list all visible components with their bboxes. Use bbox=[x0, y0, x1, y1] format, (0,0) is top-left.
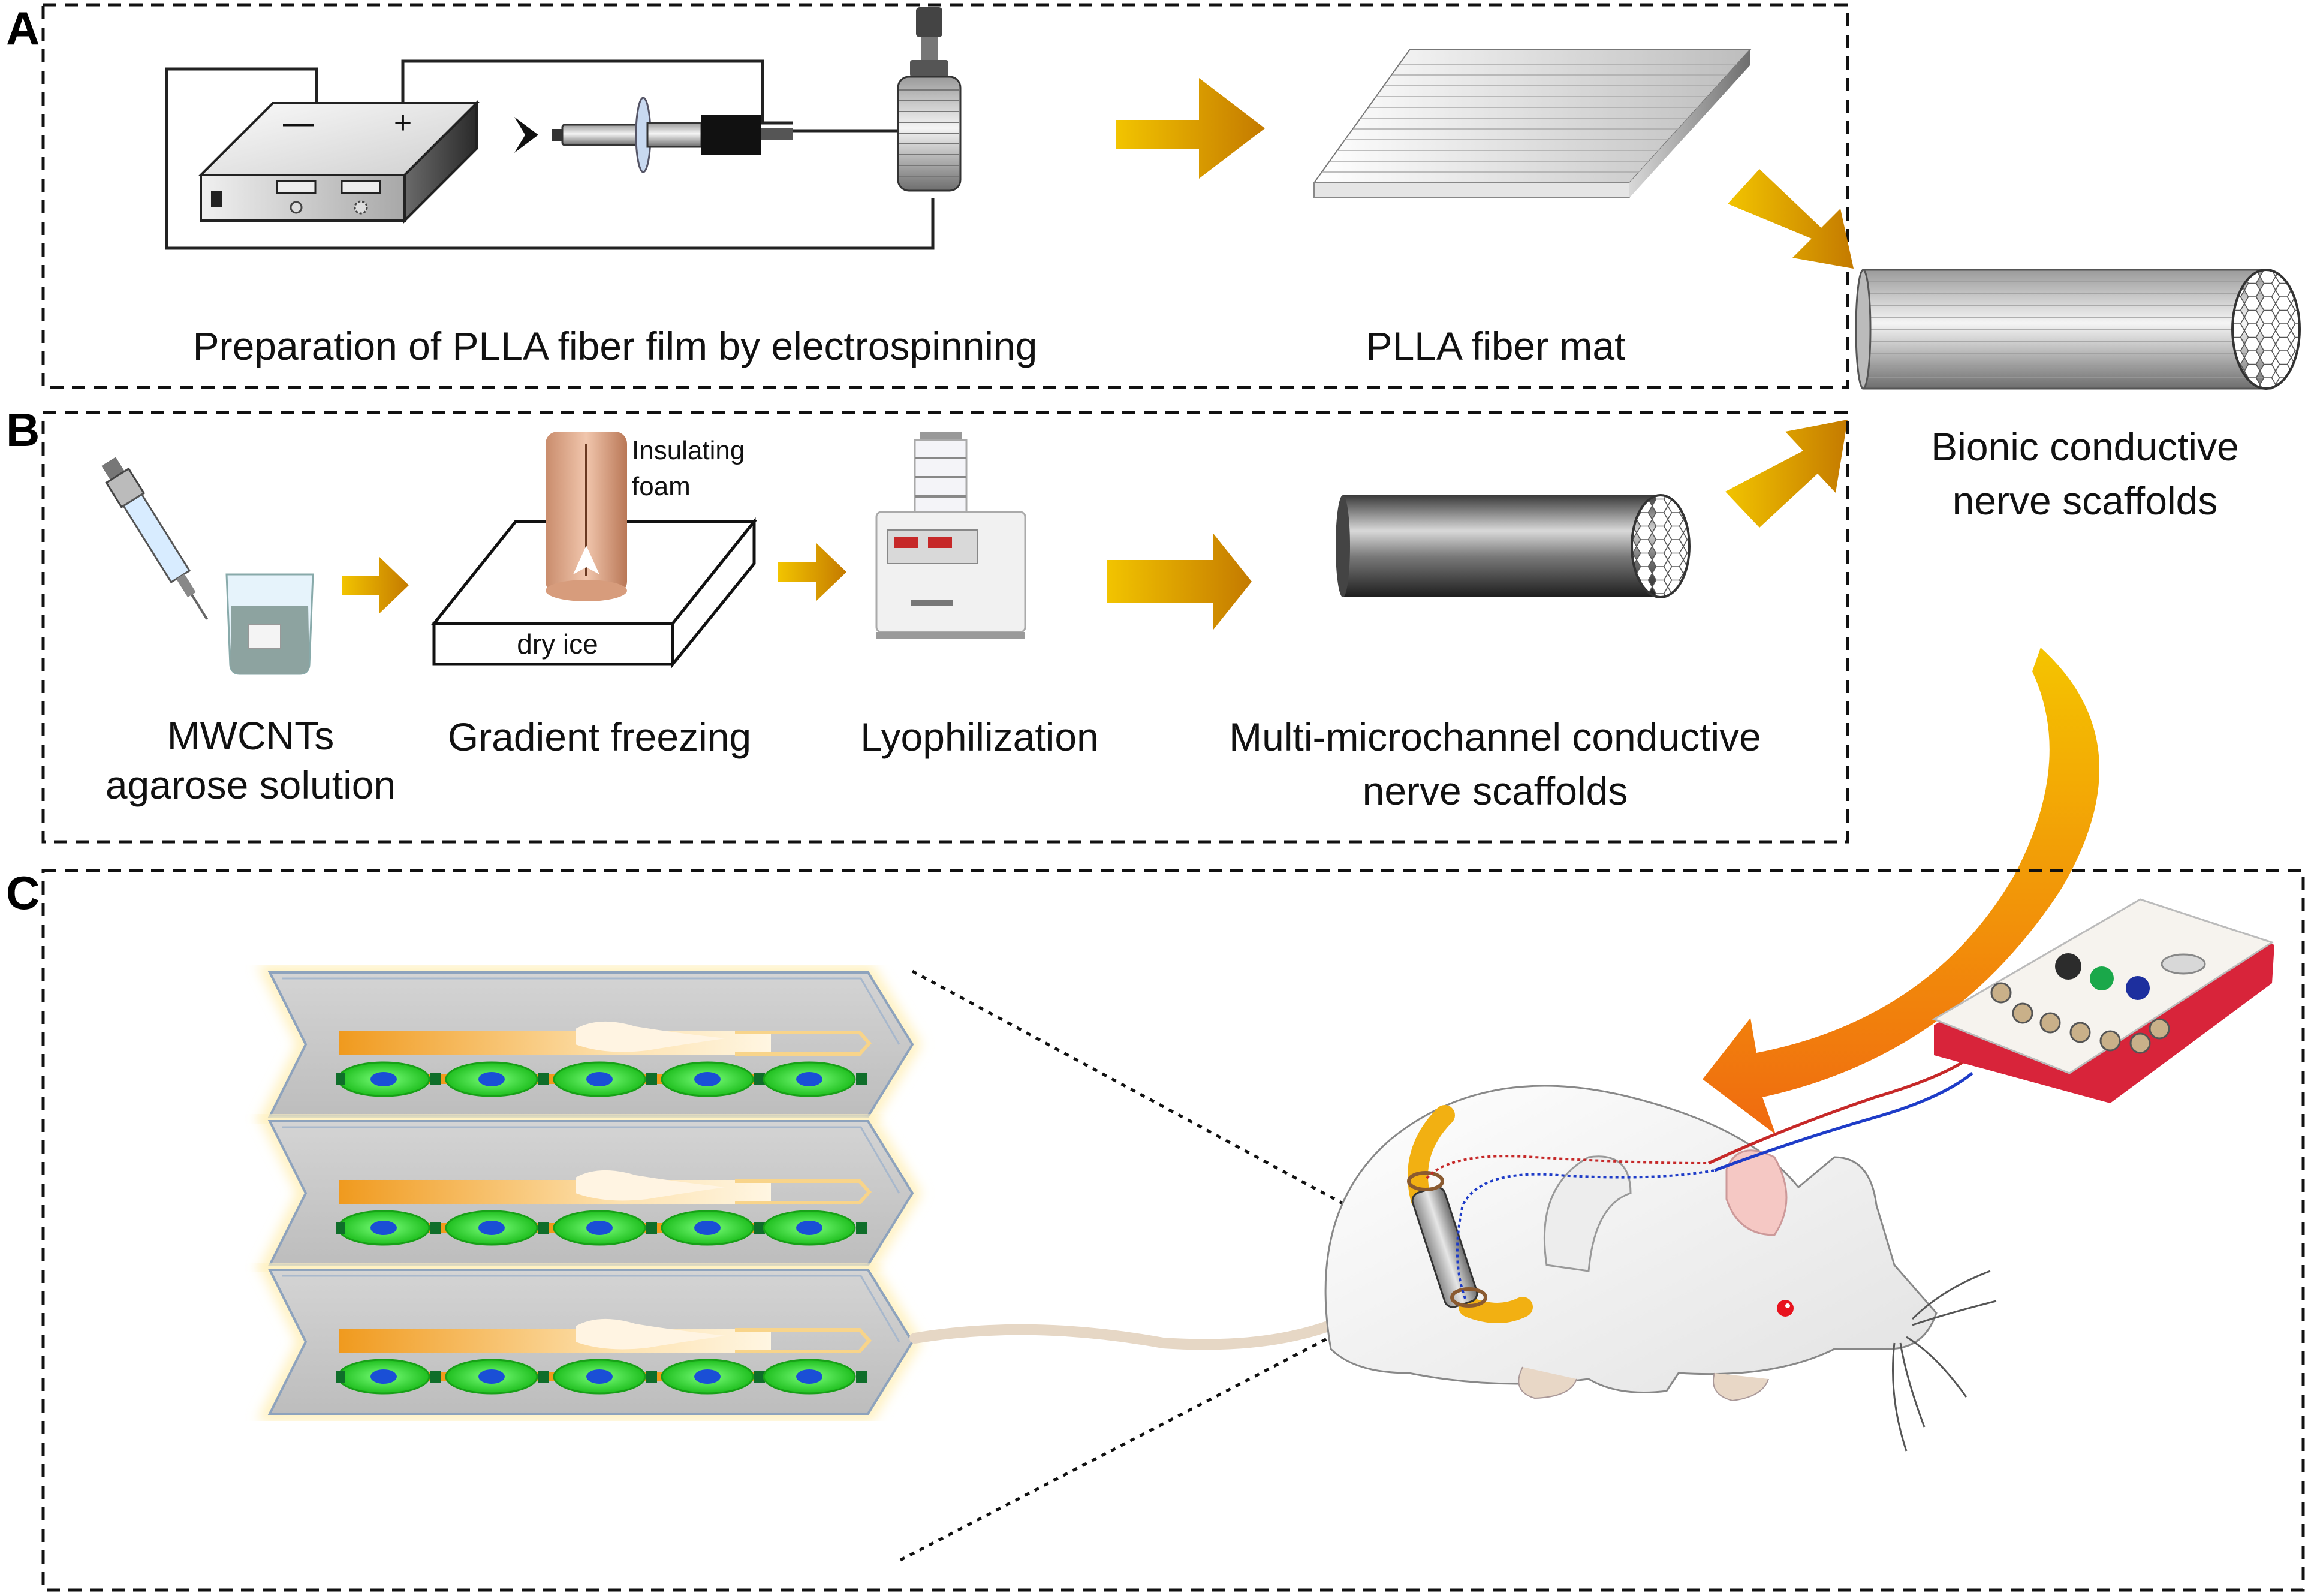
panel-a: A — + bbox=[6, 2, 1849, 389]
cell-nucleus bbox=[478, 1221, 505, 1235]
panel-c: C bbox=[6, 866, 2305, 1592]
node-of-ranvier bbox=[336, 1371, 345, 1383]
arrow-channels-to-scaffold bbox=[1725, 420, 1848, 528]
foam-label-line1: Insulating bbox=[632, 436, 745, 465]
bionic-scaffold-icon bbox=[1855, 269, 2301, 390]
cell-nucleus bbox=[586, 1369, 613, 1384]
power-supply-icon: — + bbox=[198, 100, 480, 224]
syringe-icon bbox=[552, 97, 793, 173]
node-of-ranvier bbox=[646, 1371, 657, 1383]
rat-icon bbox=[909, 1085, 1997, 1452]
freeze-dryer-icon bbox=[875, 432, 1026, 639]
node-of-ranvier bbox=[754, 1073, 765, 1085]
beaker-icon bbox=[225, 573, 314, 675]
cell-nucleus bbox=[796, 1369, 822, 1384]
panel-a-letter: A bbox=[6, 2, 40, 55]
channel-inner-line bbox=[282, 1126, 900, 1194]
microchannel bbox=[257, 965, 922, 1124]
step1-label-line2: agarose solution bbox=[106, 763, 396, 807]
fiber-mat-icon bbox=[1313, 49, 1752, 198]
node-of-ranvier bbox=[646, 1222, 657, 1234]
cell-nucleus bbox=[370, 1369, 397, 1384]
growth-arrow-outline bbox=[735, 1179, 872, 1204]
injection-syringe-icon bbox=[101, 457, 209, 620]
microchannel-stack bbox=[257, 965, 922, 1422]
stimulator-icon bbox=[1932, 898, 2274, 1103]
gradient-freezing-icon: Insulating foam dry ice bbox=[430, 432, 758, 669]
arrow-b1 bbox=[342, 556, 409, 614]
step4-label-line2: nerve scaffolds bbox=[1363, 769, 1628, 813]
panel-b-border bbox=[41, 411, 1849, 844]
axon-band bbox=[339, 1031, 771, 1055]
fiber-mat-label: PLLA fiber mat bbox=[1366, 324, 1626, 368]
growth-cone bbox=[576, 1021, 725, 1052]
chevron-icon bbox=[514, 117, 538, 153]
growth-arrow-outline bbox=[735, 1328, 872, 1353]
node-of-ranvier bbox=[856, 1222, 867, 1234]
blue-lead-wire bbox=[1714, 1072, 1973, 1172]
power-minus-label: — bbox=[283, 106, 314, 140]
step4-label-line1: Multi-microchannel conductive bbox=[1229, 715, 1761, 759]
cell-nucleus bbox=[370, 1072, 397, 1086]
node-of-ranvier bbox=[430, 1222, 441, 1234]
node-of-ranvier bbox=[856, 1371, 867, 1383]
cell-nucleus bbox=[478, 1369, 505, 1384]
cell-nucleus bbox=[586, 1072, 613, 1086]
zoom-line-top bbox=[911, 969, 1447, 1261]
node-of-ranvier bbox=[336, 1222, 345, 1234]
node-of-ranvier bbox=[754, 1222, 765, 1234]
red-lead-wire bbox=[1707, 1058, 1967, 1165]
axon-band bbox=[339, 1329, 771, 1353]
panel-c-border bbox=[41, 869, 2305, 1592]
panel-a-caption: Preparation of PLLA fiber film by electr… bbox=[193, 324, 1038, 368]
growth-cone bbox=[576, 1318, 725, 1350]
circuit-wire bbox=[165, 59, 935, 250]
arrow-b3 bbox=[1107, 534, 1252, 630]
arrow-to-mat bbox=[1116, 78, 1265, 179]
node-of-ranvier bbox=[336, 1073, 345, 1085]
node-of-ranvier bbox=[538, 1073, 549, 1085]
node-of-ranvier bbox=[538, 1222, 549, 1234]
panel-b-letter: B bbox=[6, 403, 40, 456]
node-of-ranvier bbox=[646, 1073, 657, 1085]
foam-label-line2: foam bbox=[632, 472, 691, 501]
node-of-ranvier bbox=[538, 1371, 549, 1383]
node-of-ranvier bbox=[754, 1371, 765, 1383]
node-of-ranvier bbox=[430, 1073, 441, 1085]
cell-nucleus bbox=[370, 1221, 397, 1235]
cell-nucleus bbox=[478, 1072, 505, 1086]
scaffold-label-line1: Bionic conductive bbox=[1931, 424, 2239, 469]
curved-arrow-to-rat bbox=[1703, 648, 2100, 1134]
cell-nucleus bbox=[586, 1221, 613, 1235]
cell-nucleus bbox=[694, 1072, 721, 1086]
step2-label: Gradient freezing bbox=[448, 715, 751, 759]
channel-inner-line bbox=[282, 977, 900, 1045]
power-plus-label: + bbox=[394, 106, 412, 140]
collector-drum-icon bbox=[897, 7, 962, 192]
microchannel bbox=[257, 1262, 922, 1422]
cell-nucleus bbox=[796, 1221, 822, 1235]
panel-b: B Insulating foam dry i bbox=[6, 403, 1849, 844]
panel-a-border bbox=[41, 3, 1849, 389]
dry-ice-label: dry ice bbox=[517, 628, 598, 660]
arrow-b2 bbox=[778, 543, 846, 601]
microchannel bbox=[257, 1113, 922, 1273]
node-of-ranvier bbox=[856, 1073, 867, 1085]
panel-c-letter: C bbox=[6, 866, 40, 919]
node-of-ranvier bbox=[430, 1371, 441, 1383]
step3-label: Lyophilization bbox=[860, 715, 1098, 759]
step1-label-line1: MWCNTs bbox=[167, 713, 335, 758]
multichannel-scaffold-icon bbox=[1336, 494, 1691, 598]
channel-inner-line bbox=[282, 1275, 900, 1342]
cell-nucleus bbox=[796, 1072, 822, 1086]
arrow-mat-to-scaffold bbox=[1728, 169, 1854, 269]
growth-arrow-outline bbox=[735, 1031, 872, 1056]
cell-nucleus bbox=[694, 1369, 721, 1384]
scaffold-label-line2: nerve scaffolds bbox=[1953, 478, 2218, 523]
growth-cone bbox=[576, 1170, 725, 1201]
axon-band bbox=[339, 1180, 771, 1204]
cell-nucleus bbox=[694, 1221, 721, 1235]
